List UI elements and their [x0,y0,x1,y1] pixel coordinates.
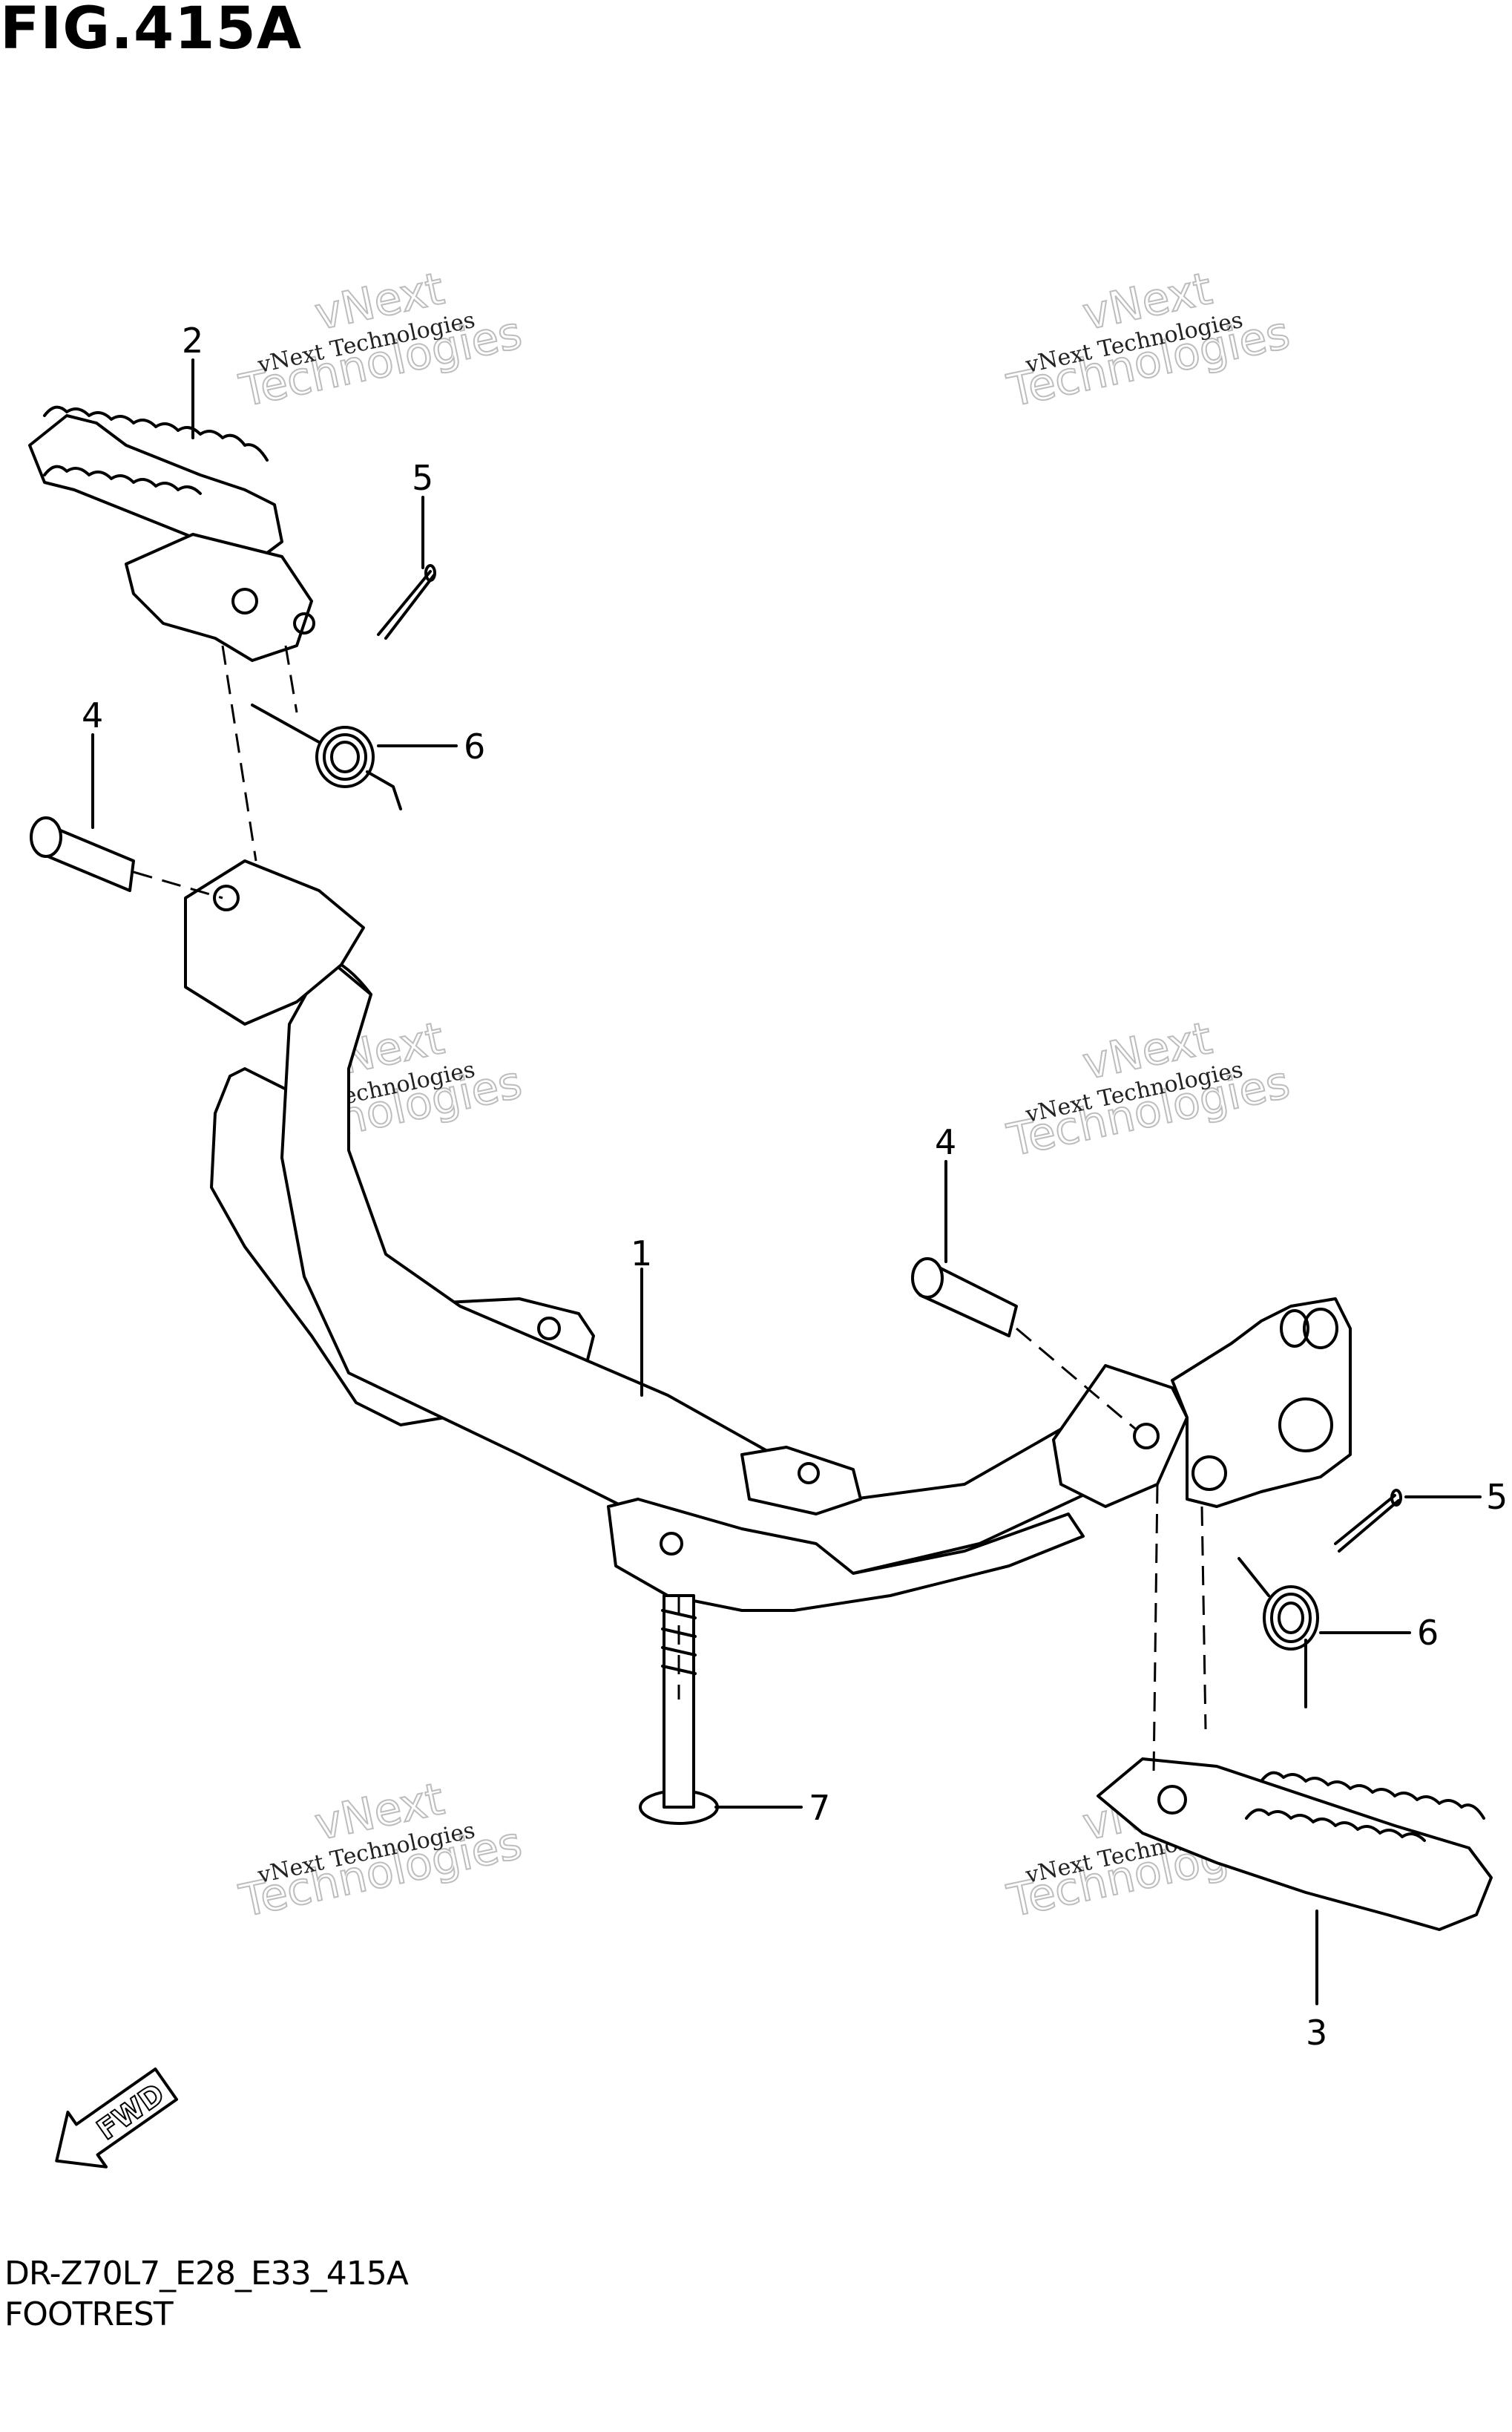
callout-6-left: 6 [464,727,485,767]
watermark: vNext Technologies vNext Technologies [234,1772,527,1928]
callout-2: 2 [182,321,203,361]
footrest-bracket [184,859,1352,1612]
cotter-pin-right [1334,1489,1402,1553]
footrest-peg-left [28,405,315,662]
callout-1: 1 [631,1233,652,1274]
model-code: DR-Z70L7_E28_E33_415A [4,2255,409,2292]
spring-right [1237,1557,1319,1708]
callout-7: 7 [809,1788,830,1828]
figure-caption: FOOTREST [4,2295,174,2333]
footrest-peg-right [1097,1757,1493,1931]
callout-labels: 1 2 3 4 4 5 5 6 6 7 [82,321,1508,2053]
figure-title: FIG.415A [0,0,303,62]
watermark: vNext Technologies vNext Technologies [1002,262,1295,418]
figure-footer: DR-Z70L7_E28_E33_415A FOOTREST [4,2253,409,2335]
pin-right [911,1257,1018,1337]
callout-5-left: 5 [412,458,433,498]
fwd-arrow-icon: FWD [55,2067,179,2169]
callout-4-right: 4 [935,1122,956,1162]
assembly-lines [133,645,1207,1774]
watermark: vNext Technologies vNext Technologies [234,262,527,418]
callout-3: 3 [1306,2013,1327,2053]
cotter-pin-left [377,564,436,640]
callout-4-left: 4 [82,695,103,735]
callout-6-right: 6 [1417,1613,1439,1653]
pin-left [30,816,135,892]
watermark: vNext Technologies vNext Technologies [1002,1012,1295,1167]
callout-5-right: 5 [1486,1477,1508,1517]
spring-left [251,704,402,810]
callout-leaders [91,358,1482,2005]
